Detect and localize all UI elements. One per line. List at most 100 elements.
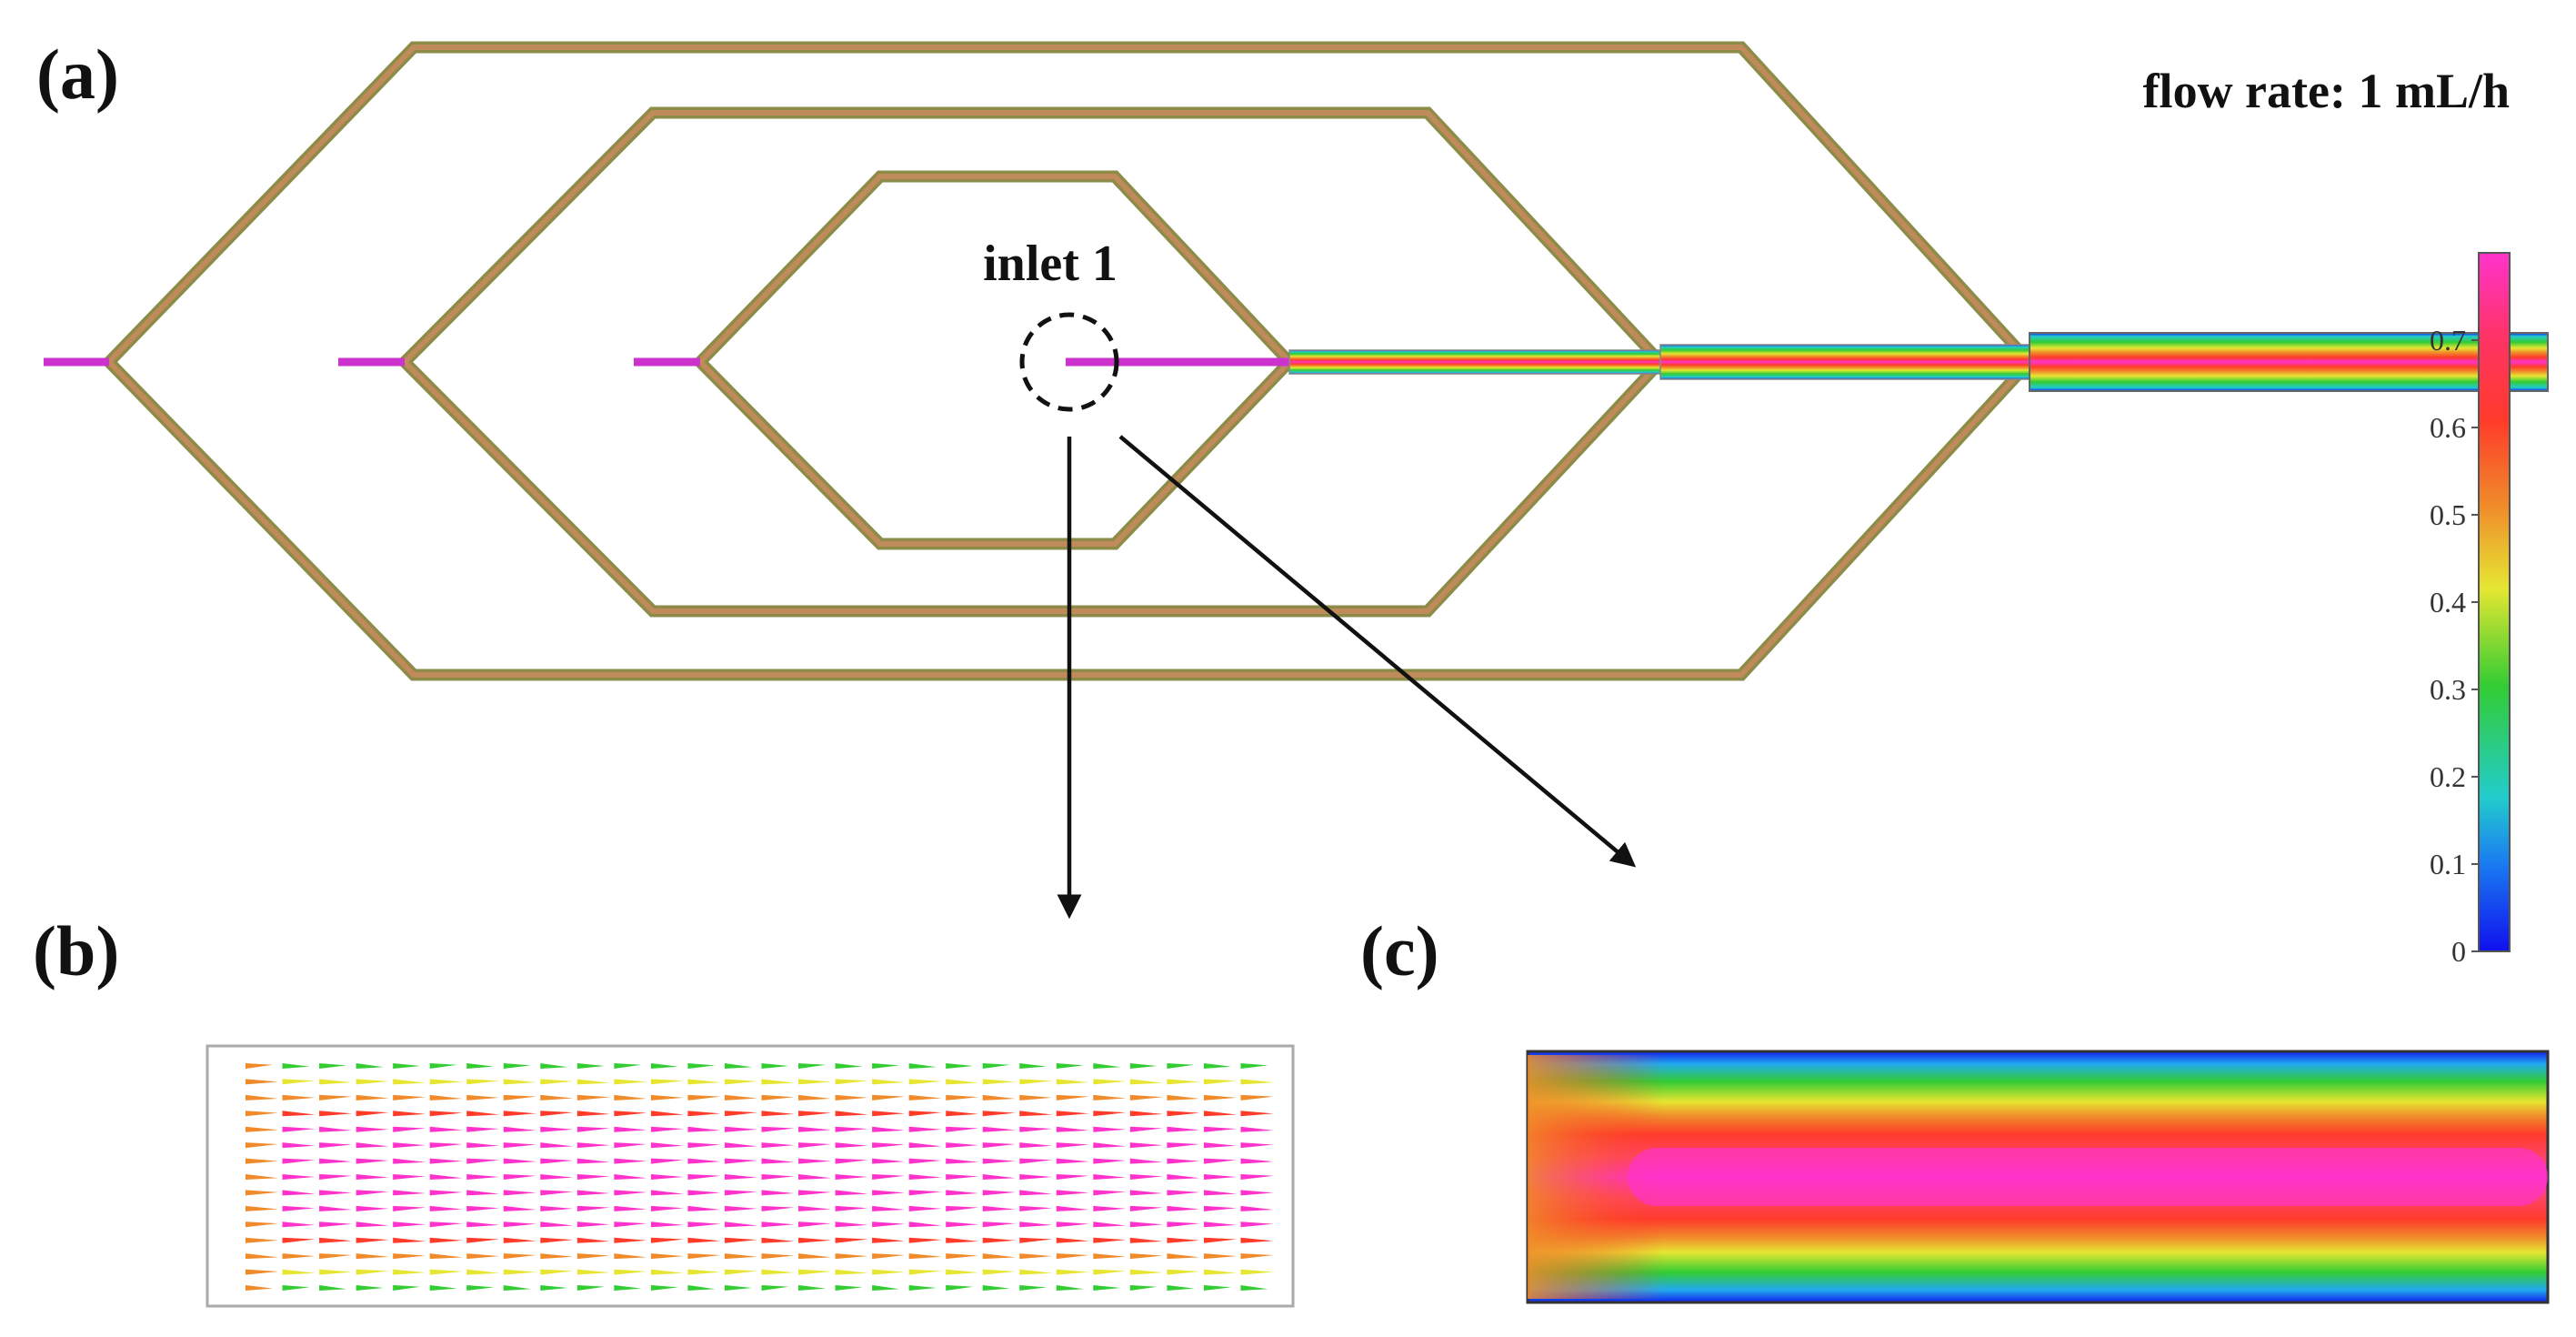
velocity-vector: [246, 1221, 278, 1228]
velocity-vector: [246, 1063, 273, 1069]
velocity-vector: [908, 1190, 942, 1196]
velocity-vector: [1019, 1237, 1053, 1243]
velocity-vector: [1240, 1158, 1274, 1164]
velocity-vector: [908, 1221, 942, 1228]
velocity-vector: [946, 1079, 979, 1085]
velocity-vector: [1093, 1094, 1127, 1101]
velocity-vector: [1203, 1221, 1237, 1228]
velocity-vector: [650, 1158, 684, 1164]
velocity-vector: [982, 1094, 1016, 1101]
velocity-vector: [540, 1126, 574, 1132]
velocity-vector: [319, 1174, 353, 1180]
velocity-vector: [356, 1237, 389, 1243]
velocity-vector: [872, 1190, 906, 1196]
velocity-vector: [908, 1158, 942, 1164]
velocity-vector: [356, 1126, 389, 1132]
velocity-vector: [540, 1174, 574, 1180]
velocity-vector: [246, 1158, 278, 1164]
velocity-vector: [946, 1094, 979, 1101]
velocity-vector: [1240, 1079, 1274, 1085]
velocity-vector: [393, 1174, 426, 1180]
velocity-vector: [1203, 1174, 1237, 1180]
panel-a-label: (a): [36, 35, 119, 114]
panel-c-label: (c): [1360, 911, 1439, 990]
velocity-vector: [650, 1094, 684, 1101]
velocity-vector: [1240, 1126, 1274, 1132]
velocity-vector: [687, 1190, 721, 1196]
velocity-vector: [540, 1269, 574, 1275]
velocity-vector: [1056, 1285, 1084, 1291]
colorbar-tick-label: 0.4: [2430, 586, 2466, 618]
velocity-vector: [724, 1174, 757, 1180]
velocity-vector: [466, 1237, 500, 1243]
velocity-vector: [1129, 1158, 1163, 1164]
velocity-vector: [393, 1111, 426, 1117]
velocity-vector: [1240, 1285, 1268, 1291]
velocity-vector: [1056, 1079, 1089, 1085]
arrow-to-panel-c: [1118, 435, 1637, 868]
velocity-vector: [503, 1190, 536, 1196]
velocity-vector: [614, 1174, 647, 1180]
velocity-vector: [282, 1126, 316, 1132]
velocity-vector: [724, 1126, 757, 1132]
velocity-vector: [1019, 1126, 1053, 1132]
velocity-vector: [1167, 1253, 1200, 1260]
velocity-vector: [614, 1094, 647, 1101]
velocity-vector: [393, 1094, 426, 1101]
velocity-vector: [798, 1079, 832, 1085]
velocity-vector: [246, 1190, 278, 1196]
velocity-vector: [1167, 1079, 1200, 1085]
velocity-vector: [1056, 1142, 1089, 1149]
colorbar-gradient: [2478, 252, 2511, 952]
velocity-vector: [1129, 1094, 1163, 1101]
velocity-vector: [908, 1126, 942, 1132]
velocity-vector: [908, 1174, 942, 1180]
velocity-vector: [872, 1158, 906, 1164]
velocity-vector: [356, 1142, 389, 1149]
velocity-vector: [1240, 1094, 1274, 1101]
velocity-vector: [576, 1063, 605, 1069]
contour-core: [1628, 1148, 2548, 1206]
velocity-vector: [393, 1142, 426, 1149]
velocity-vector: [1203, 1126, 1237, 1132]
velocity-vector: [872, 1111, 906, 1117]
inlet-1-circle: [1019, 312, 1119, 412]
velocity-vector: [798, 1094, 832, 1101]
velocity-vector: [650, 1221, 684, 1228]
velocity-vector: [835, 1174, 868, 1180]
velocity-vector: [576, 1221, 610, 1228]
velocity-vector: [835, 1221, 868, 1228]
outlet-channel-segment-1: [1288, 349, 1661, 375]
velocity-vector: [466, 1158, 500, 1164]
velocity-vector: [282, 1237, 316, 1243]
velocity-vector: [429, 1237, 463, 1243]
velocity-vector: [1019, 1079, 1053, 1085]
velocity-vector: [1056, 1158, 1089, 1164]
velocity-vector: [1093, 1158, 1127, 1164]
velocity-vector: [687, 1269, 721, 1275]
velocity-vector: [1240, 1237, 1274, 1243]
velocity-vector: [466, 1285, 495, 1291]
velocity-vector: [761, 1094, 795, 1101]
velocity-vector: [650, 1285, 678, 1291]
velocity-vector: [761, 1205, 795, 1211]
velocity-vector: [761, 1111, 795, 1117]
velocity-vector: [1093, 1126, 1127, 1132]
velocity-vector: [614, 1221, 647, 1228]
velocity-vector: [282, 1190, 316, 1196]
velocity-vector: [540, 1111, 574, 1117]
velocity-vector: [319, 1237, 353, 1243]
velocity-vector: [319, 1190, 353, 1196]
colorbar-tick-label: 0.1: [2430, 848, 2466, 880]
velocity-vector: [540, 1237, 574, 1243]
velocity-vector: [650, 1205, 684, 1211]
velocity-vector: [1056, 1111, 1089, 1117]
velocity-vector: [393, 1221, 426, 1228]
velocity-vector: [319, 1221, 353, 1228]
velocity-vector: [540, 1221, 574, 1228]
velocity-vector: [798, 1253, 832, 1260]
velocity-vector: [503, 1079, 536, 1085]
velocity-vector: [614, 1237, 647, 1243]
velocity-vector: [466, 1221, 500, 1228]
velocity-vector: [356, 1079, 389, 1085]
